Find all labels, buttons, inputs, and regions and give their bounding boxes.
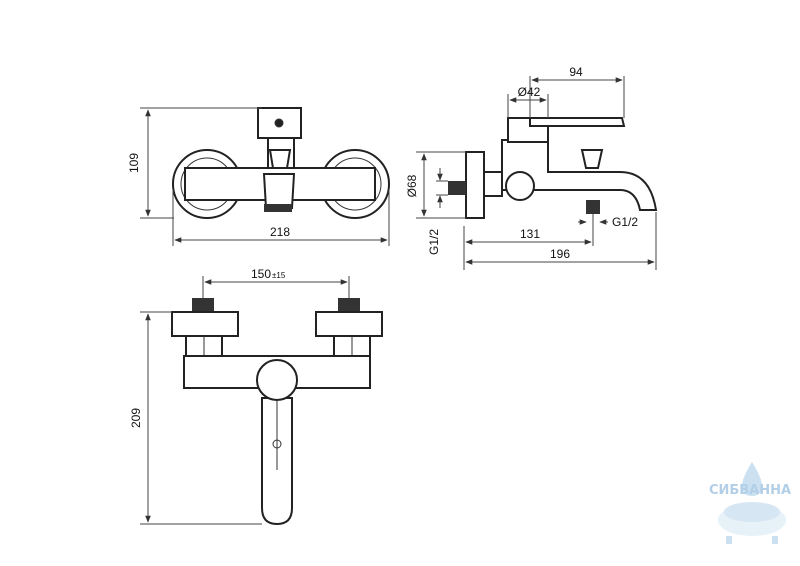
dim-inlet-spacing-tolerance: ±15 [272, 271, 286, 280]
dim-inlet-spacing: 150 [251, 267, 271, 281]
watermark-brand: СИБВАННА [709, 483, 791, 498]
dim-front-width: 218 [270, 225, 290, 239]
side-view: 94 Ø42 Ø68 G1/2 131 G1/2 196 [405, 65, 658, 270]
dim-top-height: 209 [129, 408, 143, 428]
dim-front-height: 109 [127, 153, 141, 173]
left-top-flange [171, 311, 239, 337]
left-inlet-thread [192, 298, 214, 312]
spout [262, 173, 296, 209]
top-view: 150 ±15 209 [129, 267, 383, 526]
dim-side-handle-reach: 94 [569, 65, 583, 79]
dim-side-total-depth: 196 [550, 247, 570, 261]
side-lever [529, 117, 626, 127]
dim-side-outlet-thread: G1/2 [612, 215, 638, 229]
wall-flange [465, 151, 485, 219]
dim-side-flange-diameter: Ø68 [405, 174, 419, 197]
right-top-flange [315, 311, 383, 337]
inlet-thread [448, 181, 466, 195]
top-knob [256, 359, 298, 401]
front-view: 109 218 [127, 107, 390, 246]
dim-side-knob-diameter: Ø42 [518, 85, 541, 99]
outlet-thread [586, 200, 600, 214]
right-inlet-thread [338, 298, 360, 312]
side-body [501, 139, 658, 211]
diverter-knob [268, 149, 292, 169]
aerator [264, 204, 292, 212]
dim-side-inlet-thread: G1/2 [427, 229, 441, 255]
watermark-logo: СИБВАННА [709, 462, 791, 544]
dim-side-spout-to-outlet: 131 [520, 227, 540, 241]
